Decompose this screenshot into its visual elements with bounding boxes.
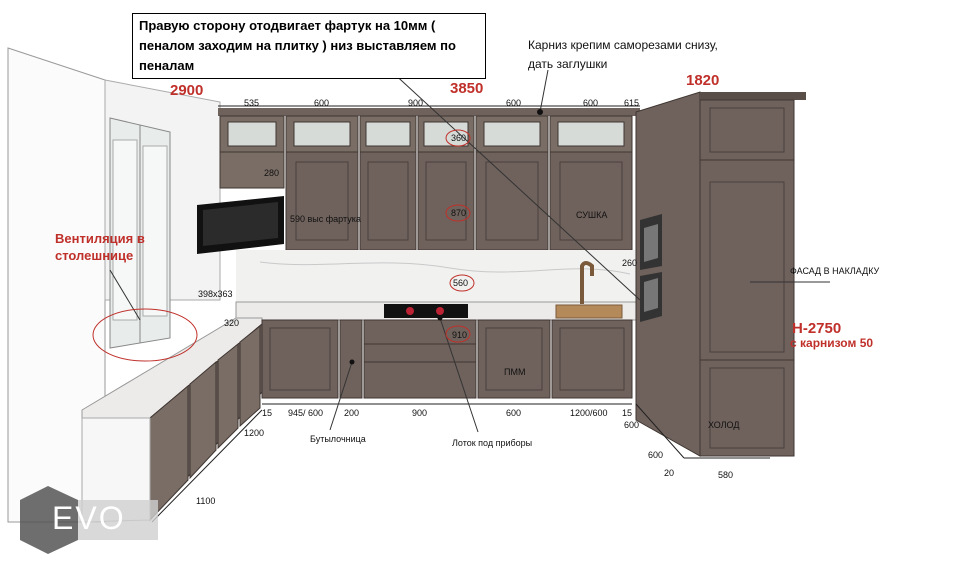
top-dim: 535 [244,98,260,108]
side-dim-1100: 1100 [196,496,216,506]
bottle-rack-note: Бутылочница [310,434,366,444]
apron-offset-note: Правую сторону отодвигает фартук на 10мм… [132,13,486,79]
dim-260: 260 [622,258,638,268]
bottom-dim: 600 [506,408,522,418]
back-base-cabinets [261,319,633,399]
dim-right-run: 1820 [686,72,720,89]
bottom-dim: 200 [344,408,360,418]
ventilation-note: Вентиляция в столешнице [55,231,145,263]
dishwasher-label: ПММ [504,367,526,377]
bottom-dim: 15 [262,408,273,418]
window [109,117,171,349]
bottom-dim: 15 [622,408,633,418]
top-dim: 600 [583,98,599,108]
height-note: Н-2750 [792,320,842,337]
top-dim: 900 [408,98,424,108]
top-dim: 615 [624,98,640,108]
evo-logo [20,486,158,554]
upper-cabinets [219,115,633,251]
dim-320: 320 [224,318,240,328]
tv-size-label: 398x363 [198,289,233,299]
dim-center-run: 3850 [450,80,484,97]
dryer-label: СУШКА [576,210,608,220]
bottom-dim: 900 [412,408,428,418]
cabinet-870-label: 870 [451,208,467,218]
red-markers [92,129,475,362]
evo-logo-text: EVO [52,500,126,536]
countertop-560-label: 560 [453,278,469,288]
top-dim: 600 [314,98,330,108]
dim-left-run: 2900 [170,82,204,99]
apron-height-label: 590 выс фартука [290,214,361,224]
top-dim: 600 [506,98,522,108]
tall-units [635,91,806,457]
cabinet-360-label: 360 [451,133,467,143]
tv [197,196,284,254]
left-base-cabinets [81,322,263,523]
apron-offset-note-text: Правую сторону отодвигает фартук на 10мм… [139,18,456,73]
bottom-dim: 945/ 600 [288,408,324,418]
cabinet-280-label: 280 [264,168,280,178]
cornice-height-note: с карнизом 50 [790,336,874,350]
side-dim-20: 20 [664,468,675,478]
side-dim-600a: 600 [624,420,640,430]
facade-note: ФАСАД В НАКЛАДКУ [790,266,880,276]
cornice-note: Карниз крепим саморезами снизу, дать заг… [528,38,718,71]
cutlery-tray-note: Лоток под приборы [452,438,533,448]
fridge-label: ХОЛОД [708,420,740,430]
drawer-910-label: 910 [452,330,468,340]
bottom-dim: 1200/600 [570,408,608,418]
side-dim-1200: 1200 [244,428,265,438]
side-dim-580: 580 [718,470,734,480]
side-dim-600b: 600 [648,450,664,460]
